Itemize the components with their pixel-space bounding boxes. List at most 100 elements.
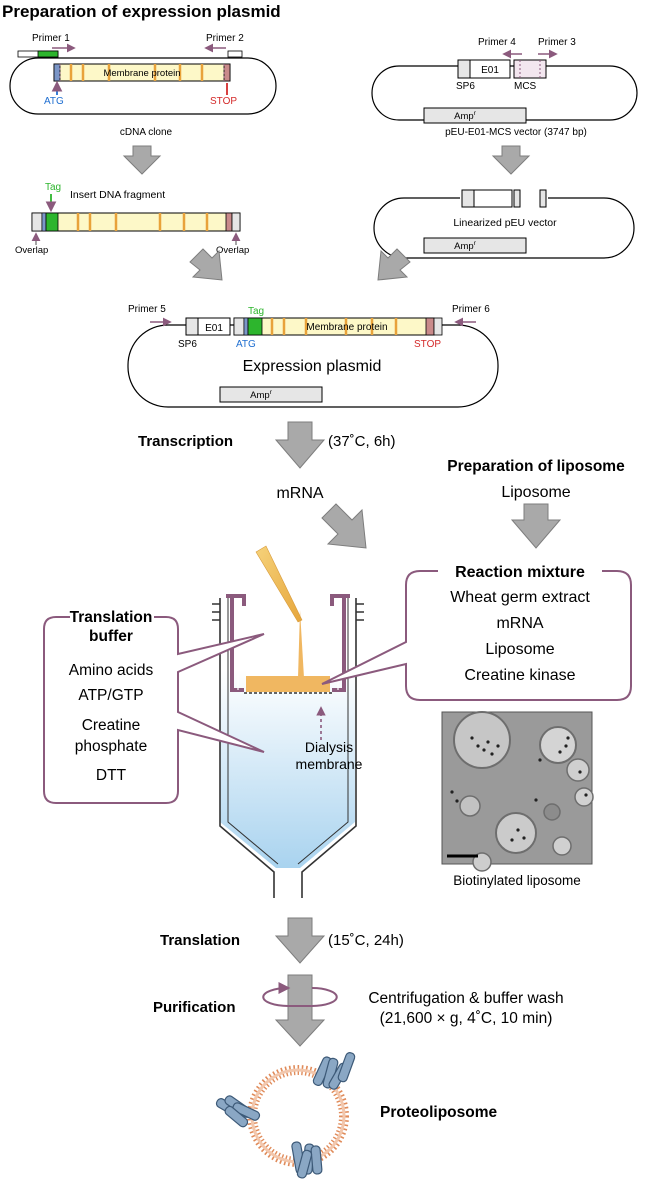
insert-tag-block	[45, 212, 59, 232]
buffer-item: phosphate	[75, 738, 147, 755]
cdna-exon-stripes	[69, 64, 204, 81]
buffer-title-line1: Translation	[70, 609, 153, 626]
purification-arrow	[274, 974, 326, 1047]
linearized-caption: Linearized pEU vector	[453, 217, 557, 229]
cdna-stop-label: STOP	[210, 96, 237, 107]
reaction-callout-bubble	[321, 570, 632, 701]
reaction-item: Liposome	[485, 641, 554, 658]
proteoliposome-label: Proteoliposome	[380, 1104, 498, 1121]
cdna-caption: cDNA clone	[120, 127, 173, 138]
dialysis-cup	[230, 596, 346, 692]
micrograph-caption: Biotinylated liposome	[453, 873, 581, 888]
purification-conditions: (21,600 × g, 4˚C, 10 min)	[380, 1010, 553, 1027]
linearized-amp-label: Ampr	[454, 240, 477, 252]
liposome-micrograph: Biotinylated liposome	[441, 711, 594, 888]
translation-conditions: (15˚C, 24h)	[328, 932, 404, 949]
vector-caption: pEU-E01-MCS vector (3747 bp)	[445, 127, 587, 138]
liposome-item: Liposome	[501, 484, 570, 501]
peu-vector-plasmid: E01 SP6 MCS Primer 4 Primer 3 Ampr pEU-E…	[371, 37, 638, 138]
purification-label: Purification	[153, 999, 236, 1016]
reaction-mixture-layer	[246, 676, 330, 692]
cdna-atg-label: ATG	[44, 96, 64, 107]
linearized-backbone	[373, 197, 635, 259]
page-title: Preparation of expression plasmid	[2, 2, 281, 21]
vector-sp6-label: SP6	[456, 81, 475, 92]
buffer-title-line2: buffer	[89, 628, 133, 645]
membrane-protein-left	[215, 1095, 261, 1128]
expression-plasmid-name: Expression plasmid	[243, 358, 382, 375]
vector-amp-block	[423, 107, 527, 124]
centrifuge-rotation-icon	[262, 982, 338, 1007]
vector-amp-label: Ampr	[454, 110, 477, 122]
pipette-tip	[255, 545, 303, 623]
overlap-right-label: Overlap	[216, 245, 249, 256]
purification-method: Centrifugation & buffer wash	[368, 990, 563, 1007]
vector-mcs-label: MCS	[514, 81, 537, 92]
tube-left-wall	[219, 598, 275, 898]
cdna-start-cap	[53, 63, 61, 82]
expression-e01-label: E01	[205, 323, 223, 334]
insert-gene-block	[31, 212, 241, 232]
transcription-arrow	[274, 421, 326, 469]
overlap-left-label: Overlap	[15, 245, 48, 256]
dialysis-label-line2: membrane	[296, 756, 363, 772]
buffer-item: Amino acids	[69, 662, 154, 679]
transcription-label: Transcription	[138, 433, 233, 450]
cdna-gene-label: Membrane protein	[103, 68, 180, 79]
expression-tag-label: Tag	[248, 306, 264, 317]
insert-tag-label: Tag	[45, 182, 61, 193]
insert-caption: Insert DNA fragment	[70, 189, 165, 201]
expression-plasmid: Primer 5 Primer 6 E01 SP6 Membrane prote…	[127, 304, 499, 408]
expression-tag-block	[247, 317, 263, 336]
vector-e01-label: E01	[481, 65, 499, 76]
reaction-item: Creatine kinase	[464, 667, 575, 684]
expression-exon-stripes	[270, 318, 398, 335]
insert-dna-fragment: Tag Insert DNA fragment Overlap Overlap	[15, 182, 249, 256]
translation-buffer-callout: Translation buffer Amino acids ATP/GTP C…	[43, 609, 265, 804]
cdna-clone-plasmid: Membrane protein Primer 1 Primer 2 ATG S…	[9, 33, 277, 138]
arrow-insert-to-expression	[189, 248, 223, 281]
transcription-conditions: (37˚C, 6h)	[328, 433, 396, 450]
primer1-label: Primer 1	[32, 33, 70, 44]
buffer-callout-bubble	[43, 616, 265, 804]
translation-arrow	[274, 917, 326, 964]
arrow-mrna-to-reaction	[321, 503, 367, 549]
membrane-protein-right	[312, 1052, 356, 1090]
primer2-oligo	[227, 50, 243, 58]
primer2-label: Primer 2	[206, 33, 244, 44]
primer4-label: Primer 4	[478, 37, 516, 48]
dialysis-label-line1: Dialysis	[305, 739, 353, 755]
buffer-item: ATP/GTP	[78, 687, 143, 704]
reaction-title: Reaction mixture	[455, 564, 585, 581]
linearized-vector: Linearized pEU vector Ampr	[373, 189, 635, 259]
arrow-vector-to-expression	[377, 248, 411, 281]
primer1-tag-overlap	[37, 50, 59, 58]
membrane-protein-bottom	[291, 1141, 323, 1179]
expression-stop-label: STOP	[414, 339, 441, 350]
expression-amp-label: Ampr	[250, 389, 273, 401]
vector-e01-block	[469, 59, 511, 79]
reaction-item: Wheat germ extract	[450, 589, 590, 606]
translation-label: Translation	[160, 932, 240, 949]
arrow-liposome-to-reaction	[510, 503, 562, 549]
reaction-item: mRNA	[496, 615, 543, 632]
primer3-label: Primer 3	[538, 37, 576, 48]
dialysis-tube: Dialysis membrane	[212, 545, 364, 898]
arrow-vector-to-linearized	[491, 145, 531, 175]
vector-sp6-block	[457, 59, 471, 79]
liposome-prep-title: Preparation of liposome	[447, 458, 625, 475]
proteoliposome-illustration	[215, 1052, 356, 1179]
insert-exon-stripes	[76, 213, 209, 231]
buffer-item: DTT	[96, 767, 127, 784]
primer6-label: Primer 6	[452, 304, 490, 315]
expression-gene-label: Membrane protein	[306, 322, 387, 333]
expression-atg-label: ATG	[236, 339, 256, 350]
reaction-mixture-callout: Reaction mixture Wheat germ extract mRNA…	[321, 564, 632, 701]
expression-sp6-label: SP6	[178, 339, 197, 350]
mrna-product: mRNA	[276, 485, 323, 502]
cdna-end-cap	[223, 63, 231, 82]
buffer-item: Creatine	[82, 717, 141, 734]
vector-mcs-block	[513, 59, 547, 79]
